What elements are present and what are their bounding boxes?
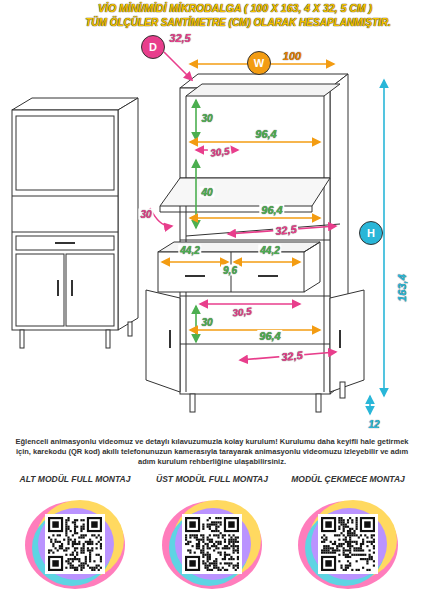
width-value: 44,2 xyxy=(258,245,281,256)
circle-letter: H xyxy=(367,227,375,239)
qr-caption: MODÜL ÇEKMECE MONTAJ xyxy=(291,475,405,484)
height-value: 30 xyxy=(199,113,214,124)
height-value: 163,4 xyxy=(396,272,408,304)
qr-caption: ÜST MODÜL FULL MONTAJ xyxy=(156,475,268,484)
width-value: 100 xyxy=(281,50,303,62)
height-value: 30 xyxy=(199,317,214,328)
angle-value: 30 xyxy=(138,209,153,220)
height-value: 40 xyxy=(199,187,214,198)
circle-letter: W xyxy=(254,57,264,69)
gap-value: 9,6 xyxy=(221,265,239,276)
dimension-circle: W xyxy=(247,51,271,75)
width-value: 96,4 xyxy=(257,330,282,342)
depth-value: 32,5 xyxy=(167,32,192,44)
title: VİO MİNİ/MİDİ MİKRODALGA ( 100 X 163, 4 … xyxy=(98,3,372,15)
dimension-circle: D xyxy=(141,35,165,59)
dimension-circle: H xyxy=(359,221,383,245)
subtitle: TÜM ÖLÇÜLER SANTİMETRE (CM) OLARAK HESAP… xyxy=(85,17,391,28)
circle-letter: D xyxy=(149,41,157,53)
qr-caption: ALT MODÜL FULL MONTAJ xyxy=(20,475,131,484)
width-value: 44,2 xyxy=(178,245,201,256)
leg-value: 12 xyxy=(366,419,381,430)
instruction-note: Eğlenceli animasyonlu videomuz ve detayl… xyxy=(10,437,414,466)
width-value: 96,4 xyxy=(259,204,284,216)
width-value: 96,4 xyxy=(253,128,278,140)
